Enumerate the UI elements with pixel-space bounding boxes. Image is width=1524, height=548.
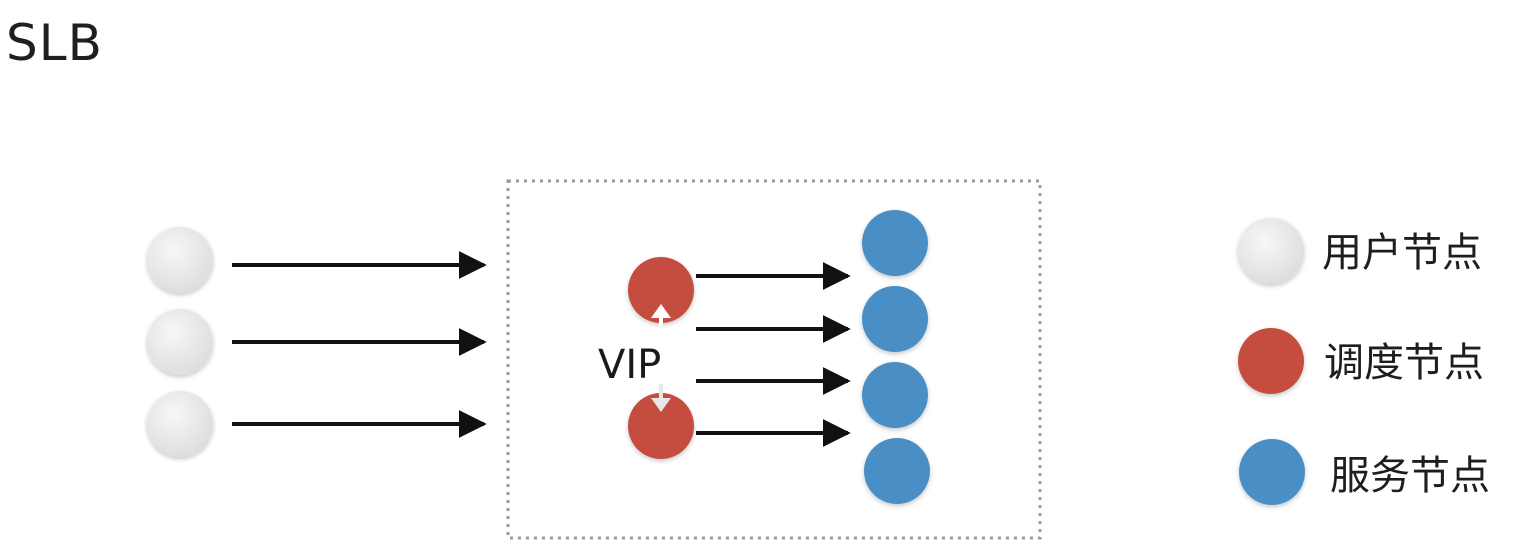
user-node	[147, 391, 213, 457]
failover-arrow-down-head	[651, 398, 671, 412]
legend-item-scheduler: 调度节点	[1238, 328, 1484, 394]
user-node	[147, 309, 213, 375]
page-title: SLB	[6, 14, 103, 72]
scheduler-node	[628, 257, 694, 323]
legend-label-scheduler: 调度节点	[1324, 340, 1484, 386]
blue-circle-icon	[1239, 439, 1305, 505]
gray-circle-icon	[1238, 218, 1304, 284]
user-node	[147, 227, 213, 293]
user-nodes	[147, 227, 213, 457]
slb-cluster-boundary	[506, 179, 1042, 540]
legend-label-user: 用户节点	[1322, 230, 1482, 276]
failover-arrows	[651, 304, 671, 412]
legend-item-service: 服务节点	[1239, 439, 1490, 505]
service-node	[864, 438, 930, 504]
legend-label-service: 服务节点	[1330, 453, 1490, 499]
scheduler-nodes	[628, 257, 694, 459]
service-node	[862, 286, 928, 352]
service-arrows	[696, 262, 851, 447]
red-circle-icon	[1238, 328, 1304, 394]
user-arrows	[232, 251, 487, 438]
service-node	[862, 362, 928, 428]
legend: 用户节点 调度节点 服务节点	[1238, 218, 1490, 505]
legend-item-user: 用户节点	[1238, 218, 1482, 284]
vip-label: VIP	[598, 342, 661, 388]
service-nodes	[862, 210, 930, 504]
service-node	[862, 210, 928, 276]
scheduler-node	[628, 393, 694, 459]
failover-arrow-up-head	[651, 304, 671, 318]
